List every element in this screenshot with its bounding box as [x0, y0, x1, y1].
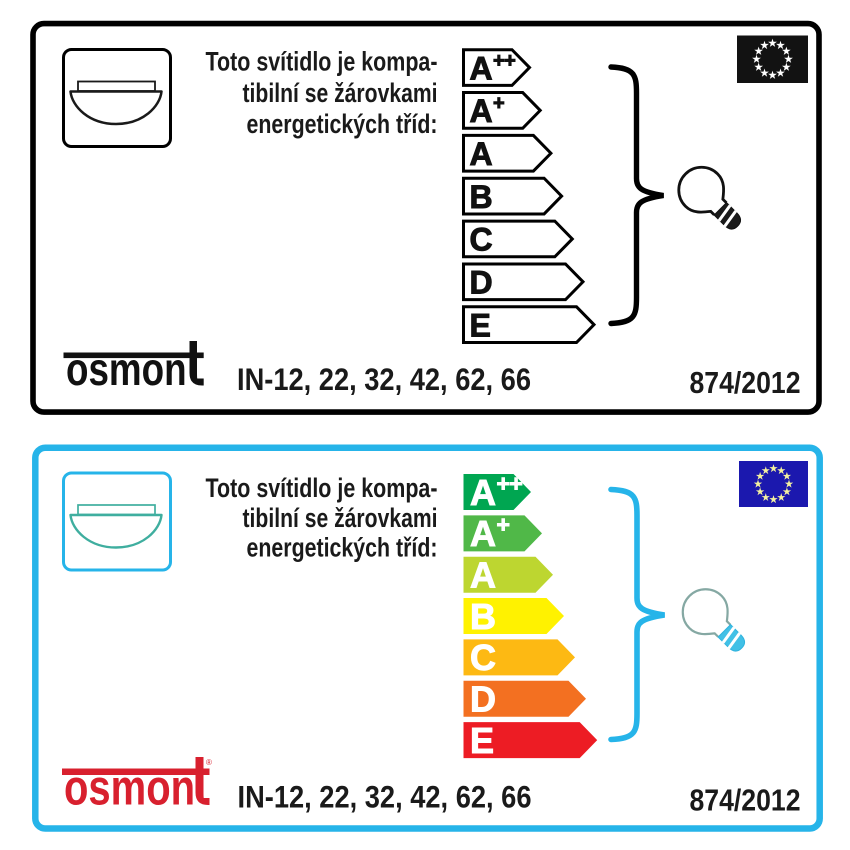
svg-text:A: A: [470, 555, 496, 596]
svg-text:energetických tříd:: energetických tříd:: [247, 533, 438, 563]
svg-text:osmon: osmon: [66, 343, 187, 395]
svg-text:Toto svítidlo je kompa-: Toto svítidlo je kompa-: [206, 47, 438, 77]
svg-text:osmon: osmon: [64, 759, 195, 815]
svg-text:IN-12, 22, 32, 42, 62, 66: IN-12, 22, 32, 42, 62, 66: [237, 361, 531, 397]
svg-text:A: A: [470, 472, 496, 513]
svg-text:C: C: [470, 637, 496, 678]
svg-text:E: E: [470, 307, 491, 343]
svg-text:A: A: [470, 50, 493, 86]
svg-text:+: +: [497, 512, 510, 538]
svg-text:B: B: [470, 179, 493, 215]
svg-text:tibilní se žárovkami: tibilní se žárovkami: [243, 503, 438, 533]
svg-text:energetických tříd:: energetických tříd:: [247, 109, 438, 139]
svg-text:A: A: [470, 93, 493, 129]
svg-text:D: D: [470, 679, 496, 720]
svg-text:D: D: [470, 265, 493, 301]
svg-text:IN-12, 22, 32, 42, 62, 66: IN-12, 22, 32, 42, 62, 66: [238, 779, 532, 815]
svg-text:B: B: [470, 596, 496, 637]
svg-text:C: C: [470, 222, 493, 258]
svg-text:A: A: [470, 513, 496, 554]
svg-text:874/2012: 874/2012: [690, 783, 801, 818]
svg-text:®: ®: [206, 758, 212, 767]
svg-text:874/2012: 874/2012: [690, 365, 801, 400]
svg-text:++: ++: [493, 50, 515, 72]
svg-text:tibilní se žárovkami: tibilní se žárovkami: [243, 78, 438, 108]
svg-text:Toto svítidlo je kompa-: Toto svítidlo je kompa-: [206, 473, 438, 503]
svg-text:A: A: [470, 136, 493, 172]
svg-text:+: +: [493, 93, 504, 115]
svg-text:++: ++: [497, 470, 523, 496]
svg-text:E: E: [470, 720, 494, 761]
